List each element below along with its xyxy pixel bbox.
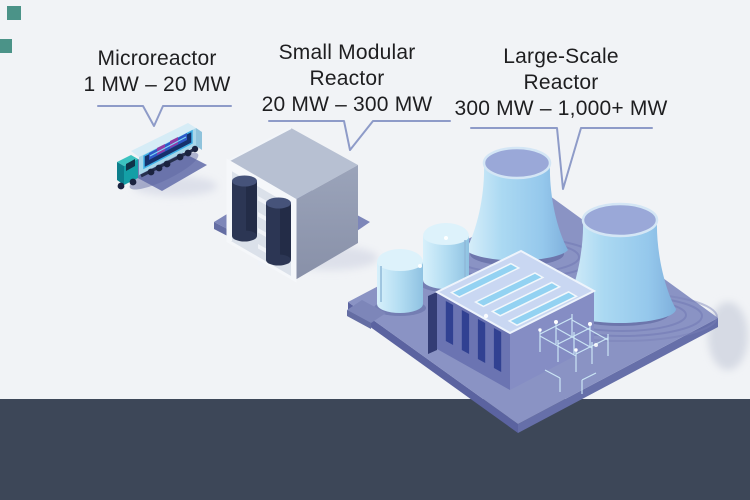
core-highlight <box>149 136 187 157</box>
platform-shadow <box>708 302 748 370</box>
sparkle <box>594 343 598 347</box>
platform-step <box>347 300 386 323</box>
platform-step-edge <box>347 310 371 329</box>
cab-window <box>126 159 135 171</box>
smr-frame-left <box>228 165 232 241</box>
building-right-face <box>510 291 594 390</box>
callout-microreactor: Microreactor 1 MW – 20 MW <box>83 46 230 98</box>
reactor-power-range: 1 MW – 20 MW <box>83 73 231 96</box>
reactor-vessel-icon-1 <box>232 175 257 242</box>
trailer-wheels <box>147 145 199 176</box>
cooling-tower-icon-left <box>466 146 568 266</box>
roof-skylights <box>449 262 579 327</box>
reactor-name: Large-Scale Reactor <box>503 45 619 94</box>
turbine-building <box>428 249 597 390</box>
truck-ground-shadow <box>129 152 199 190</box>
smr-roof-edge-highlight <box>227 127 292 162</box>
large-plant-illustration <box>347 146 748 433</box>
building-left-end <box>428 292 437 354</box>
switchyard-icon <box>539 314 609 394</box>
reactor-power-range: 20 MW – 300 MW <box>261 93 433 116</box>
footer-band <box>0 399 750 500</box>
trailer-roof <box>131 123 196 157</box>
storage-tank-icon-front <box>374 249 426 316</box>
building-roof <box>434 249 597 335</box>
platform-edge-right <box>518 318 718 433</box>
smr-shelves <box>258 196 266 269</box>
smr-building-illustration <box>214 127 378 283</box>
microreactor-truck-illustration <box>117 123 217 196</box>
callout-pointer-smr <box>268 120 451 151</box>
decor-square-2 <box>0 39 12 53</box>
smr-roof <box>228 128 358 200</box>
reactor-power-range: 300 MW – 1,000+ MW <box>454 97 668 120</box>
callout-pointer-microreactor <box>97 105 232 127</box>
smr-right-face <box>295 165 358 280</box>
cab-roof <box>117 155 138 166</box>
smr-frame-right <box>291 202 295 280</box>
reactor-vessel-icon-2 <box>266 197 291 266</box>
callout-small-modular-reactor: Small Modular Reactor 20 MW – 300 MW <box>262 40 433 118</box>
callout-large-scale-reactor: Large-Scale Reactor 300 MW – 1,000+ MW <box>454 44 667 122</box>
callout-pointers <box>97 105 653 190</box>
decor-square-1 <box>7 6 21 20</box>
core-segment-1 <box>157 144 165 155</box>
switchyard-lights <box>538 320 592 352</box>
sparkle <box>483 313 489 319</box>
building-front-face <box>437 292 510 390</box>
cab-wheels <box>117 178 137 190</box>
core-segment-2 <box>170 137 178 148</box>
callout-pointer-large <box>470 127 653 190</box>
trailer-rear-face <box>196 128 202 150</box>
building-windows <box>445 301 502 372</box>
cab-front <box>117 162 124 185</box>
platform-edge-left <box>348 302 518 433</box>
reactor-name: Small Modular Reactor <box>278 41 416 90</box>
truck-pad <box>121 144 207 191</box>
smr-cutaway-top-band <box>228 161 295 208</box>
reactor-name: Microreactor <box>97 47 217 70</box>
